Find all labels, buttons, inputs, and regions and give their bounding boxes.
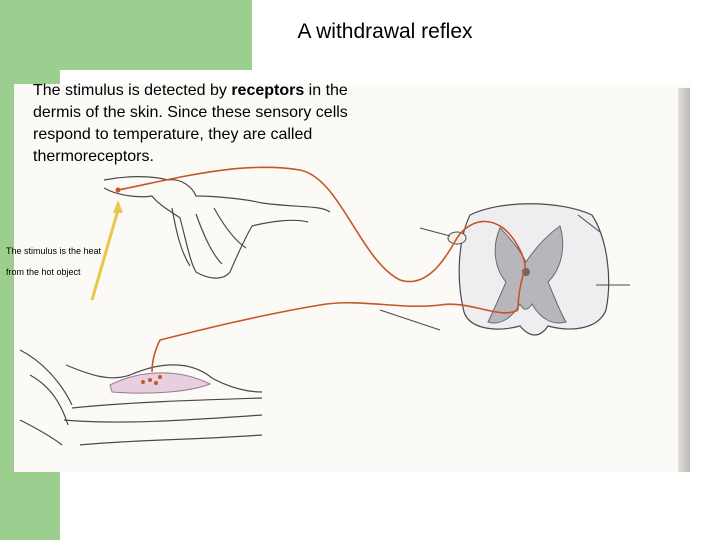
green-header-band: [0, 0, 252, 70]
hand-outline: [103, 176, 331, 279]
limb-outline: [19, 349, 263, 446]
spinal-cord: [458, 203, 610, 336]
leader-lines: [379, 214, 630, 331]
stimulus-label-line2: from the hot object: [6, 267, 81, 277]
muscle: [109, 372, 212, 394]
caption-after: in the dermis of the skin. Since these s…: [33, 82, 348, 165]
motor-neuron: [151, 301, 519, 373]
caption-keyword: receptors: [231, 82, 305, 99]
relay-neuron: [517, 271, 525, 311]
stimulus-arrow-head: [113, 200, 123, 213]
stimulus-label-line1: The stimulus is the heat: [6, 246, 102, 256]
receptor-endings: [115, 187, 162, 385]
caption-text: The stimulus is detected by receptors in…: [33, 80, 363, 168]
nerve-fibres: [117, 166, 526, 373]
stimulus-arrow: [90, 209, 120, 301]
caption-before: The stimulus is detected by: [33, 82, 232, 99]
figure-page-edge: [678, 88, 690, 472]
slide-title: A withdrawal reflex: [297, 20, 473, 43]
sensory-neuron: [117, 166, 526, 283]
